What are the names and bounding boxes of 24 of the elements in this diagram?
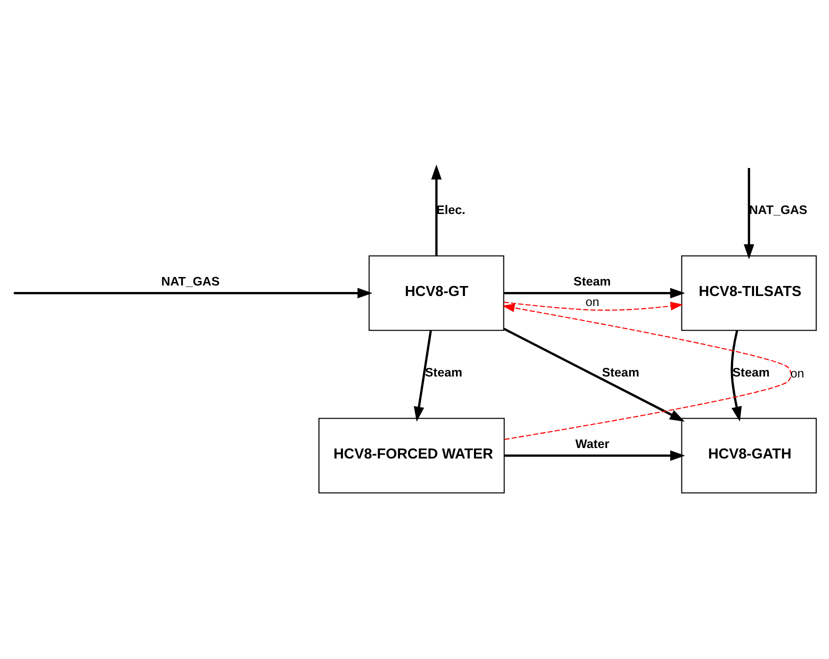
edge-label: Elec.: [436, 202, 466, 217]
arrow: [14, 287, 372, 298]
arrow: [504, 450, 686, 460]
edge-label: Steam: [574, 274, 611, 288]
edge-label: on: [790, 366, 804, 380]
arrow: [730, 330, 742, 422]
edge-label: on: [585, 294, 600, 309]
node-box: HCV8-GT: [368, 254, 504, 330]
arrow: [431, 164, 442, 256]
edge-label: NAT_GAS: [748, 202, 808, 217]
arrow: [504, 287, 686, 298]
arrow: [414, 330, 432, 422]
arrow: [502, 303, 792, 440]
edge-label: Water: [575, 436, 610, 450]
edge-label: Steam: [425, 365, 462, 380]
arrow: [744, 167, 754, 259]
node-box: HCV8-TILSATS: [681, 254, 817, 330]
arrow: [503, 327, 685, 422]
node-box: HCV8-FORCED WATER: [318, 417, 505, 493]
node-box: HCV8-GATH: [681, 417, 817, 493]
arrow: [504, 301, 683, 310]
edge-label: NAT_GAS: [161, 274, 220, 288]
edge-label: Steam: [732, 365, 770, 380]
edge-label: Steam: [602, 365, 640, 380]
